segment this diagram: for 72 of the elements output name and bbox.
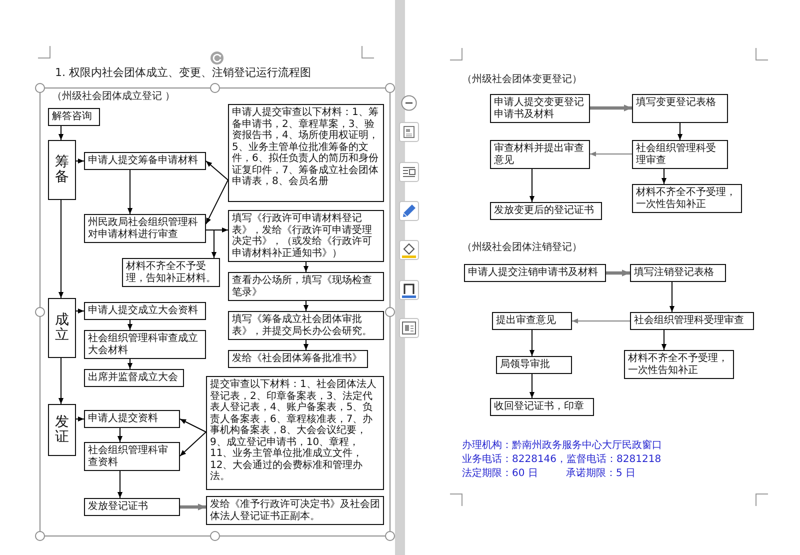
note-text: （州级社会团体成立登记 ） <box>52 91 176 103</box>
arrow <box>529 374 535 398</box>
arrow <box>669 282 675 312</box>
arrow <box>590 104 632 112</box>
process-box: 材料不齐全不予受理，告知补正材料。 <box>122 258 220 287</box>
arrow <box>590 151 632 157</box>
arrow <box>58 200 64 298</box>
arrow <box>529 168 535 202</box>
process-box: 审查材料并提出审查意见 <box>490 140 590 169</box>
arrow <box>117 428 123 442</box>
arrow <box>58 358 64 404</box>
phase-box: 发证 <box>48 404 76 456</box>
process-box: 社会组织管理科受理审查 <box>630 312 754 330</box>
process-box: 发给《社会团体筹备批准书》 <box>228 350 368 368</box>
process-box: 申请人提交筹备申请材料 <box>84 152 206 170</box>
arrow <box>661 330 667 350</box>
arrow <box>206 180 228 224</box>
process-box: 发放登记证书 <box>84 498 180 516</box>
arrow <box>529 330 535 356</box>
arrow <box>180 418 206 432</box>
note-text: （州级社会团体变更登记） <box>462 74 582 86</box>
arrow <box>127 358 133 370</box>
note-text: 承诺期限：5 日 <box>566 468 636 480</box>
process-box: 提交审查以下材料：1、社会团体法人登记表，2、印章备案表，3、法定代表人登记表，4、账户备案表，5、负责人备案表，6、章程核准表，7、办事机构备案表，8、大会会议纪要，9、成立登记申请书，10、章程，11、业务主管单位批准成立文件，12、大会通过的会费标准和管理办法。 <box>206 376 384 490</box>
process-box: 社会组织管理科受理审查 <box>632 140 728 169</box>
note-text: 业务电话：8228146，监督电话：8281218 <box>462 454 662 466</box>
process-box: 解答咨询 <box>48 108 100 126</box>
arrow <box>572 318 630 324</box>
process-box: 发放变更后的登记证书 <box>490 202 602 220</box>
process-box: 州民政局社会组织管理科对申请材料进行审查 <box>84 214 206 243</box>
phase-box: 筹备 <box>48 140 76 200</box>
note-text: （州级社会团体注销登记） <box>462 242 582 254</box>
arrow <box>117 470 123 498</box>
process-box: 社会组织管理科审查资料 <box>84 442 180 471</box>
process-box: 材料不齐全不予受理，一次性告知补正 <box>632 184 742 213</box>
process-box: 填写《行政许可申请材料登记表》，发给《行政许可申请受理决定书》，（或发给《行政许可申请材料补正通知书》） <box>228 210 384 262</box>
process-box: 申请人提交变更登记申请书及材料 <box>490 94 590 123</box>
process-box: 查看办公场所，填写《现场检查笔录》 <box>228 272 384 301</box>
note-text: 法定期限：60 日 <box>462 468 538 480</box>
arrow <box>303 340 309 350</box>
arrow <box>180 504 206 510</box>
process-box: 申请人提交资料 <box>84 410 180 428</box>
arrow <box>606 270 630 276</box>
process-box: 局领导审批 <box>496 356 572 374</box>
process-box: 出席并监督成立大会 <box>84 369 184 387</box>
process-box: 填写《筹备成立社会团体审批表》，并提交局长办公会研究。 <box>228 311 384 340</box>
arrow <box>206 230 217 258</box>
note-text: 办理机构：黔南州政务服务中心大厅民政窗口 <box>462 440 662 452</box>
process-box: 填写注销登记表格 <box>630 264 726 282</box>
process-box: 提出审查意见 <box>492 312 572 330</box>
arrow <box>127 320 133 330</box>
arrow <box>76 416 84 422</box>
arrow <box>76 158 84 164</box>
arrow <box>303 300 309 312</box>
arrow <box>58 126 64 140</box>
diagram-title: 1. 权限内社会团体成立、变更、注销登记运行流程图 <box>55 66 311 80</box>
process-box: 发给《准予行政许可决定书》及社会团体法人登记证书正副本。 <box>206 496 384 525</box>
arrow <box>677 122 683 140</box>
process-box: 填写变更登记表格 <box>632 94 728 123</box>
process-box: 材料不齐全不予受理，一次性告知补正 <box>624 350 734 379</box>
arrow <box>206 160 228 180</box>
phase-box: 成立 <box>48 298 76 358</box>
arrow <box>661 168 667 184</box>
arrow <box>76 308 84 314</box>
arrow <box>303 262 309 272</box>
arrow <box>180 432 206 456</box>
arrow <box>127 170 133 214</box>
process-box: 申请人提交审查以下材料：1、筹备申请书，2、章程草案，3、验资报告书，4、场所使用权证明，5、业务主管单位批准筹备的文件，6、拟任负责人的简历和身份证复印件，7、筹备成立社会团体申请表，8、会员名册 <box>228 104 384 202</box>
process-box: 申请人提交注销申请书及材料 <box>464 264 606 282</box>
process-box: 收回登记证书，印章 <box>490 398 594 416</box>
process-box: 社会组织管理科审查成立大会材料 <box>84 330 206 359</box>
process-box: 申请人提交成立大会资料 <box>84 302 206 320</box>
